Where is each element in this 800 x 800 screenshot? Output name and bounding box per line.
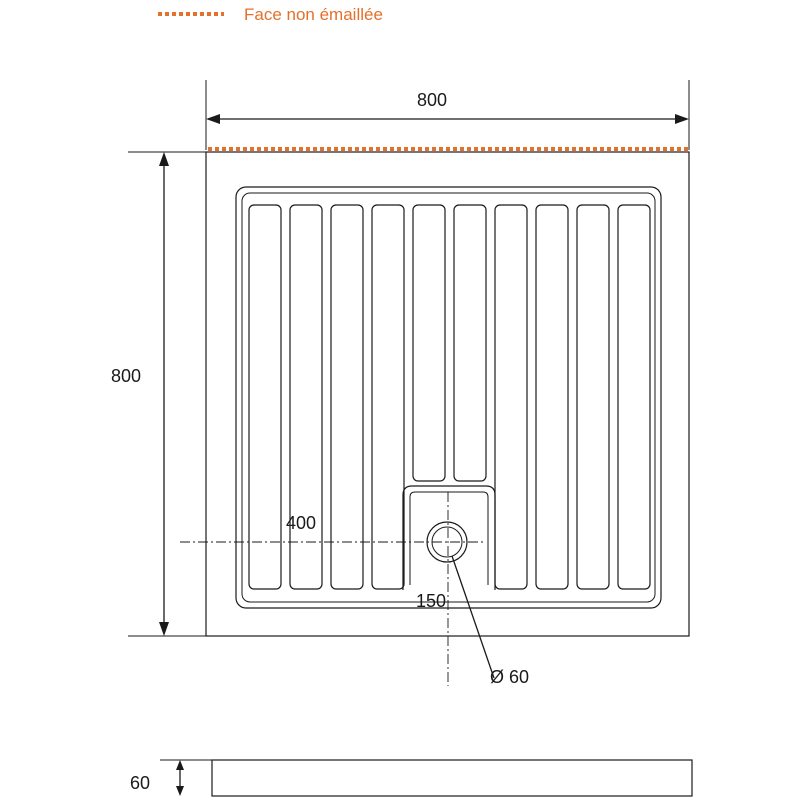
channel <box>535 204 569 590</box>
width-label: 800 <box>417 90 447 110</box>
side-view-outline <box>211 759 693 797</box>
height-arrow-bottom <box>176 786 184 796</box>
tray-basin <box>235 186 662 609</box>
height-label: 60 <box>130 773 150 793</box>
diameter-leader <box>451 555 495 679</box>
depth-arrow-top <box>159 152 169 166</box>
channel <box>248 204 282 590</box>
channel <box>494 204 528 590</box>
drain-diameter-label: Ø 60 <box>490 667 529 687</box>
width-arrow-right <box>675 114 689 124</box>
drain-offset-y-label: 150 <box>416 591 446 611</box>
channel <box>412 204 446 482</box>
legend-label: Face non émaillée <box>244 5 383 24</box>
drain-recess-inner <box>409 491 489 585</box>
channel <box>371 204 405 590</box>
channels <box>248 204 651 590</box>
tray-basin-inner <box>241 192 656 603</box>
channel <box>289 204 323 590</box>
drain-offset-x-label: 400 <box>286 513 316 533</box>
width-arrow-left <box>206 114 220 124</box>
channel <box>617 204 651 590</box>
height-arrow-top <box>176 760 184 770</box>
depth-arrow-bottom <box>159 622 169 636</box>
drain-recess <box>402 485 496 590</box>
tray-outline <box>205 151 690 637</box>
channel <box>330 204 364 590</box>
depth-label: 800 <box>111 366 141 386</box>
channel <box>453 204 487 482</box>
channel <box>576 204 610 590</box>
